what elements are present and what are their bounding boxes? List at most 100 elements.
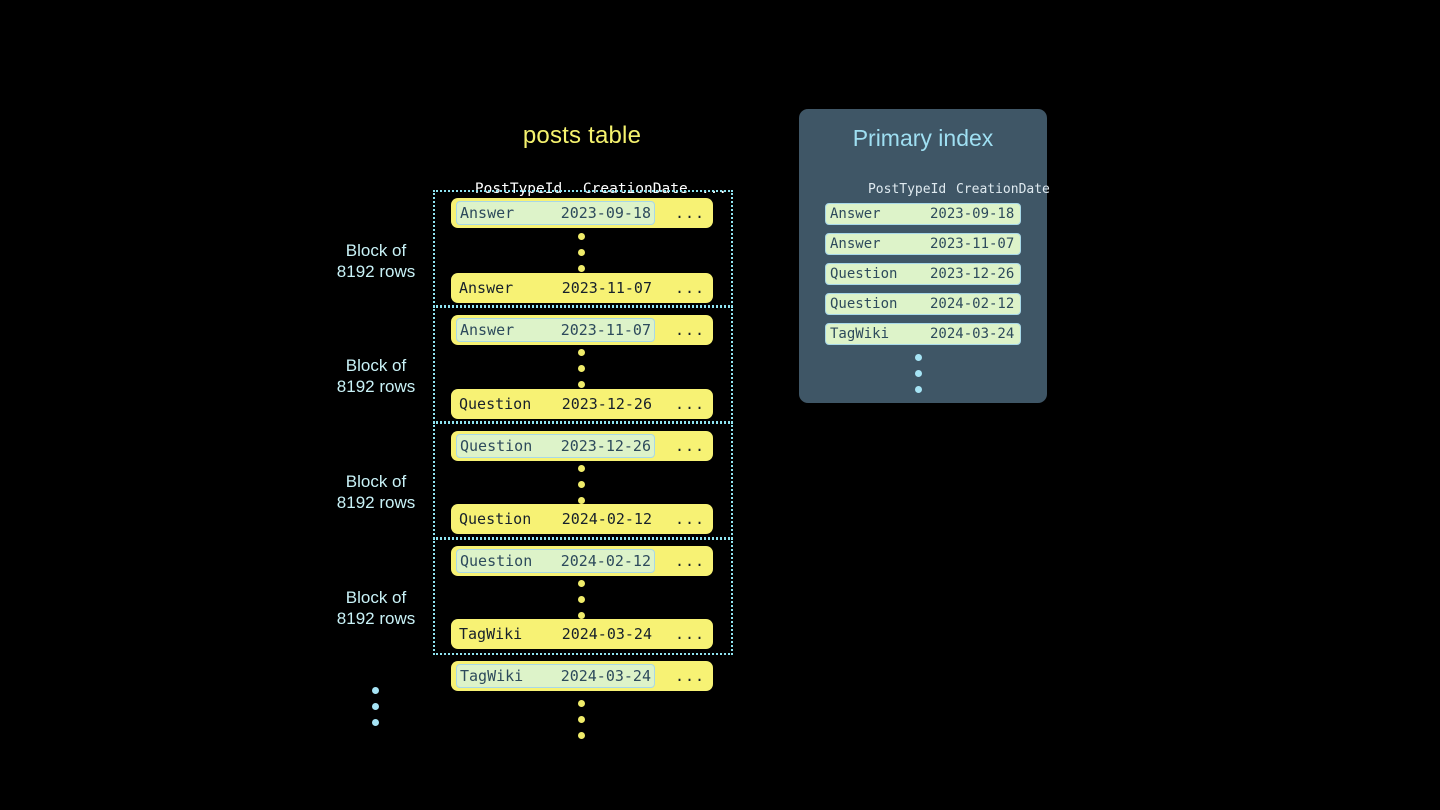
row-cell-posttypeid: Answer bbox=[460, 204, 515, 222]
row-cell-posttypeid: TagWiki bbox=[460, 667, 524, 685]
row-highlight-box: Answer 2023-09-18 bbox=[456, 201, 655, 225]
row-cell-ellipsis: ... bbox=[675, 667, 706, 685]
index-cell-creationdate: 2023-12-26 bbox=[930, 266, 1015, 282]
index-row: Answer 2023-09-18 bbox=[825, 203, 1021, 225]
row-cell-posttypeid: TagWiki bbox=[459, 625, 523, 643]
row-content: Question 2023-12-26 bbox=[456, 392, 655, 416]
column-header-creationdate: CreationDate bbox=[582, 181, 688, 197]
block-1-label-line2: 8192 rows bbox=[336, 262, 416, 281]
block-2-label-line2: 8192 rows bbox=[336, 377, 416, 396]
row-cell-ellipsis: ... bbox=[675, 625, 706, 643]
row-cell-creationdate: 2024-03-24 bbox=[561, 625, 652, 643]
row-cell-ellipsis: ... bbox=[675, 437, 706, 455]
dot bbox=[578, 249, 585, 256]
block-2-label: Block of 8192 rows bbox=[291, 355, 461, 397]
row-ellipsis-dots bbox=[578, 580, 585, 619]
table-row: TagWiki 2024-03-24 ... bbox=[451, 619, 713, 649]
dot bbox=[578, 233, 585, 240]
dot bbox=[578, 732, 585, 739]
index-continuation-dots bbox=[915, 354, 922, 393]
row-highlight-box: Answer 2023-11-07 bbox=[456, 318, 655, 342]
row-cell-creationdate: 2024-03-24 bbox=[560, 667, 651, 685]
dot bbox=[915, 354, 922, 361]
block-4-label: Block of 8192 rows bbox=[291, 587, 461, 629]
table-row: Question 2023-12-26 ... bbox=[451, 389, 713, 419]
row-ellipsis-dots bbox=[578, 465, 585, 504]
row-cell-ellipsis: ... bbox=[675, 321, 706, 339]
row-cell-posttypeid: Answer bbox=[460, 321, 515, 339]
column-header-posttypeid: PostTypeId bbox=[474, 181, 563, 197]
row-cell-ellipsis: ... bbox=[675, 279, 706, 297]
index-cell-posttypeid: Answer bbox=[830, 206, 881, 222]
index-cell-posttypeid: TagWiki bbox=[830, 326, 890, 342]
index-cell-creationdate: 2024-02-12 bbox=[930, 296, 1015, 312]
primary-index-column-headers: PostTypeId CreationDate bbox=[821, 167, 1050, 212]
table-row: Answer 2023-11-07 ... bbox=[451, 273, 713, 303]
block-4-boundary bbox=[433, 538, 733, 655]
dot bbox=[578, 381, 585, 388]
block-1-label-line1: Block of bbox=[345, 241, 407, 260]
index-cell-creationdate: 2024-03-24 bbox=[930, 326, 1015, 342]
index-cell-creationdate: 2023-11-07 bbox=[930, 236, 1015, 252]
row-cell-posttypeid: Answer bbox=[459, 279, 514, 297]
row-cell-creationdate: 2023-11-07 bbox=[561, 279, 652, 297]
block-4-label-line2: 8192 rows bbox=[336, 609, 416, 628]
dot bbox=[372, 703, 379, 710]
row-ellipsis-dots bbox=[578, 349, 585, 388]
row-ellipsis-dots bbox=[578, 233, 585, 272]
index-row: Answer 2023-11-07 bbox=[825, 233, 1021, 255]
dot bbox=[578, 265, 585, 272]
dot bbox=[578, 612, 585, 619]
row-cell-ellipsis: ... bbox=[675, 204, 706, 222]
column-header-ellipsis: ... bbox=[700, 181, 728, 197]
table-row: TagWiki 2024-03-24 ... bbox=[451, 661, 713, 691]
row-highlight-box: TagWiki 2024-03-24 bbox=[456, 664, 655, 688]
table-continuation-dots bbox=[578, 700, 585, 739]
dot bbox=[578, 596, 585, 603]
block-3-label-line2: 8192 rows bbox=[336, 493, 416, 512]
row-content: TagWiki 2024-03-24 bbox=[456, 622, 655, 646]
index-column-header-creationdate: CreationDate bbox=[955, 182, 1050, 197]
row-cell-posttypeid: Question bbox=[460, 552, 533, 570]
index-column-header-posttypeid: PostTypeId bbox=[867, 182, 947, 197]
dot bbox=[578, 349, 585, 356]
table-row: Answer 2023-11-07 ... bbox=[451, 315, 713, 345]
row-cell-creationdate: 2024-02-12 bbox=[560, 552, 651, 570]
dot bbox=[578, 700, 585, 707]
row-cell-ellipsis: ... bbox=[675, 395, 706, 413]
dot bbox=[578, 481, 585, 488]
posts-table-title: posts table bbox=[522, 122, 642, 149]
index-cell-posttypeid: Answer bbox=[830, 236, 881, 252]
block-2-label-line1: Block of bbox=[345, 356, 407, 375]
index-cell-creationdate: 2023-09-18 bbox=[930, 206, 1015, 222]
row-cell-creationdate: 2023-11-07 bbox=[560, 321, 651, 339]
row-cell-ellipsis: ... bbox=[675, 510, 706, 528]
dot bbox=[578, 497, 585, 504]
row-cell-creationdate: 2023-12-26 bbox=[560, 437, 651, 455]
dot bbox=[578, 716, 585, 723]
primary-index-title: Primary index bbox=[852, 125, 994, 151]
row-cell-creationdate: 2024-02-12 bbox=[561, 510, 652, 528]
row-cell-posttypeid: Question bbox=[459, 395, 532, 413]
block-continuation-dots bbox=[372, 687, 379, 726]
table-row: Answer 2023-09-18 ... bbox=[451, 198, 713, 228]
dot bbox=[372, 719, 379, 726]
dot bbox=[578, 580, 585, 587]
row-cell-creationdate: 2023-09-18 bbox=[560, 204, 651, 222]
block-3-label-line1: Block of bbox=[345, 472, 407, 491]
row-cell-creationdate: 2023-12-26 bbox=[561, 395, 652, 413]
block-4-label-line1: Block of bbox=[345, 588, 407, 607]
posts-table-column-headers: PostTypeId CreationDate... bbox=[440, 165, 730, 213]
row-content: Answer 2023-11-07 bbox=[456, 276, 655, 300]
dot bbox=[915, 370, 922, 377]
block-3-label: Block of 8192 rows bbox=[291, 471, 461, 513]
dot bbox=[372, 687, 379, 694]
